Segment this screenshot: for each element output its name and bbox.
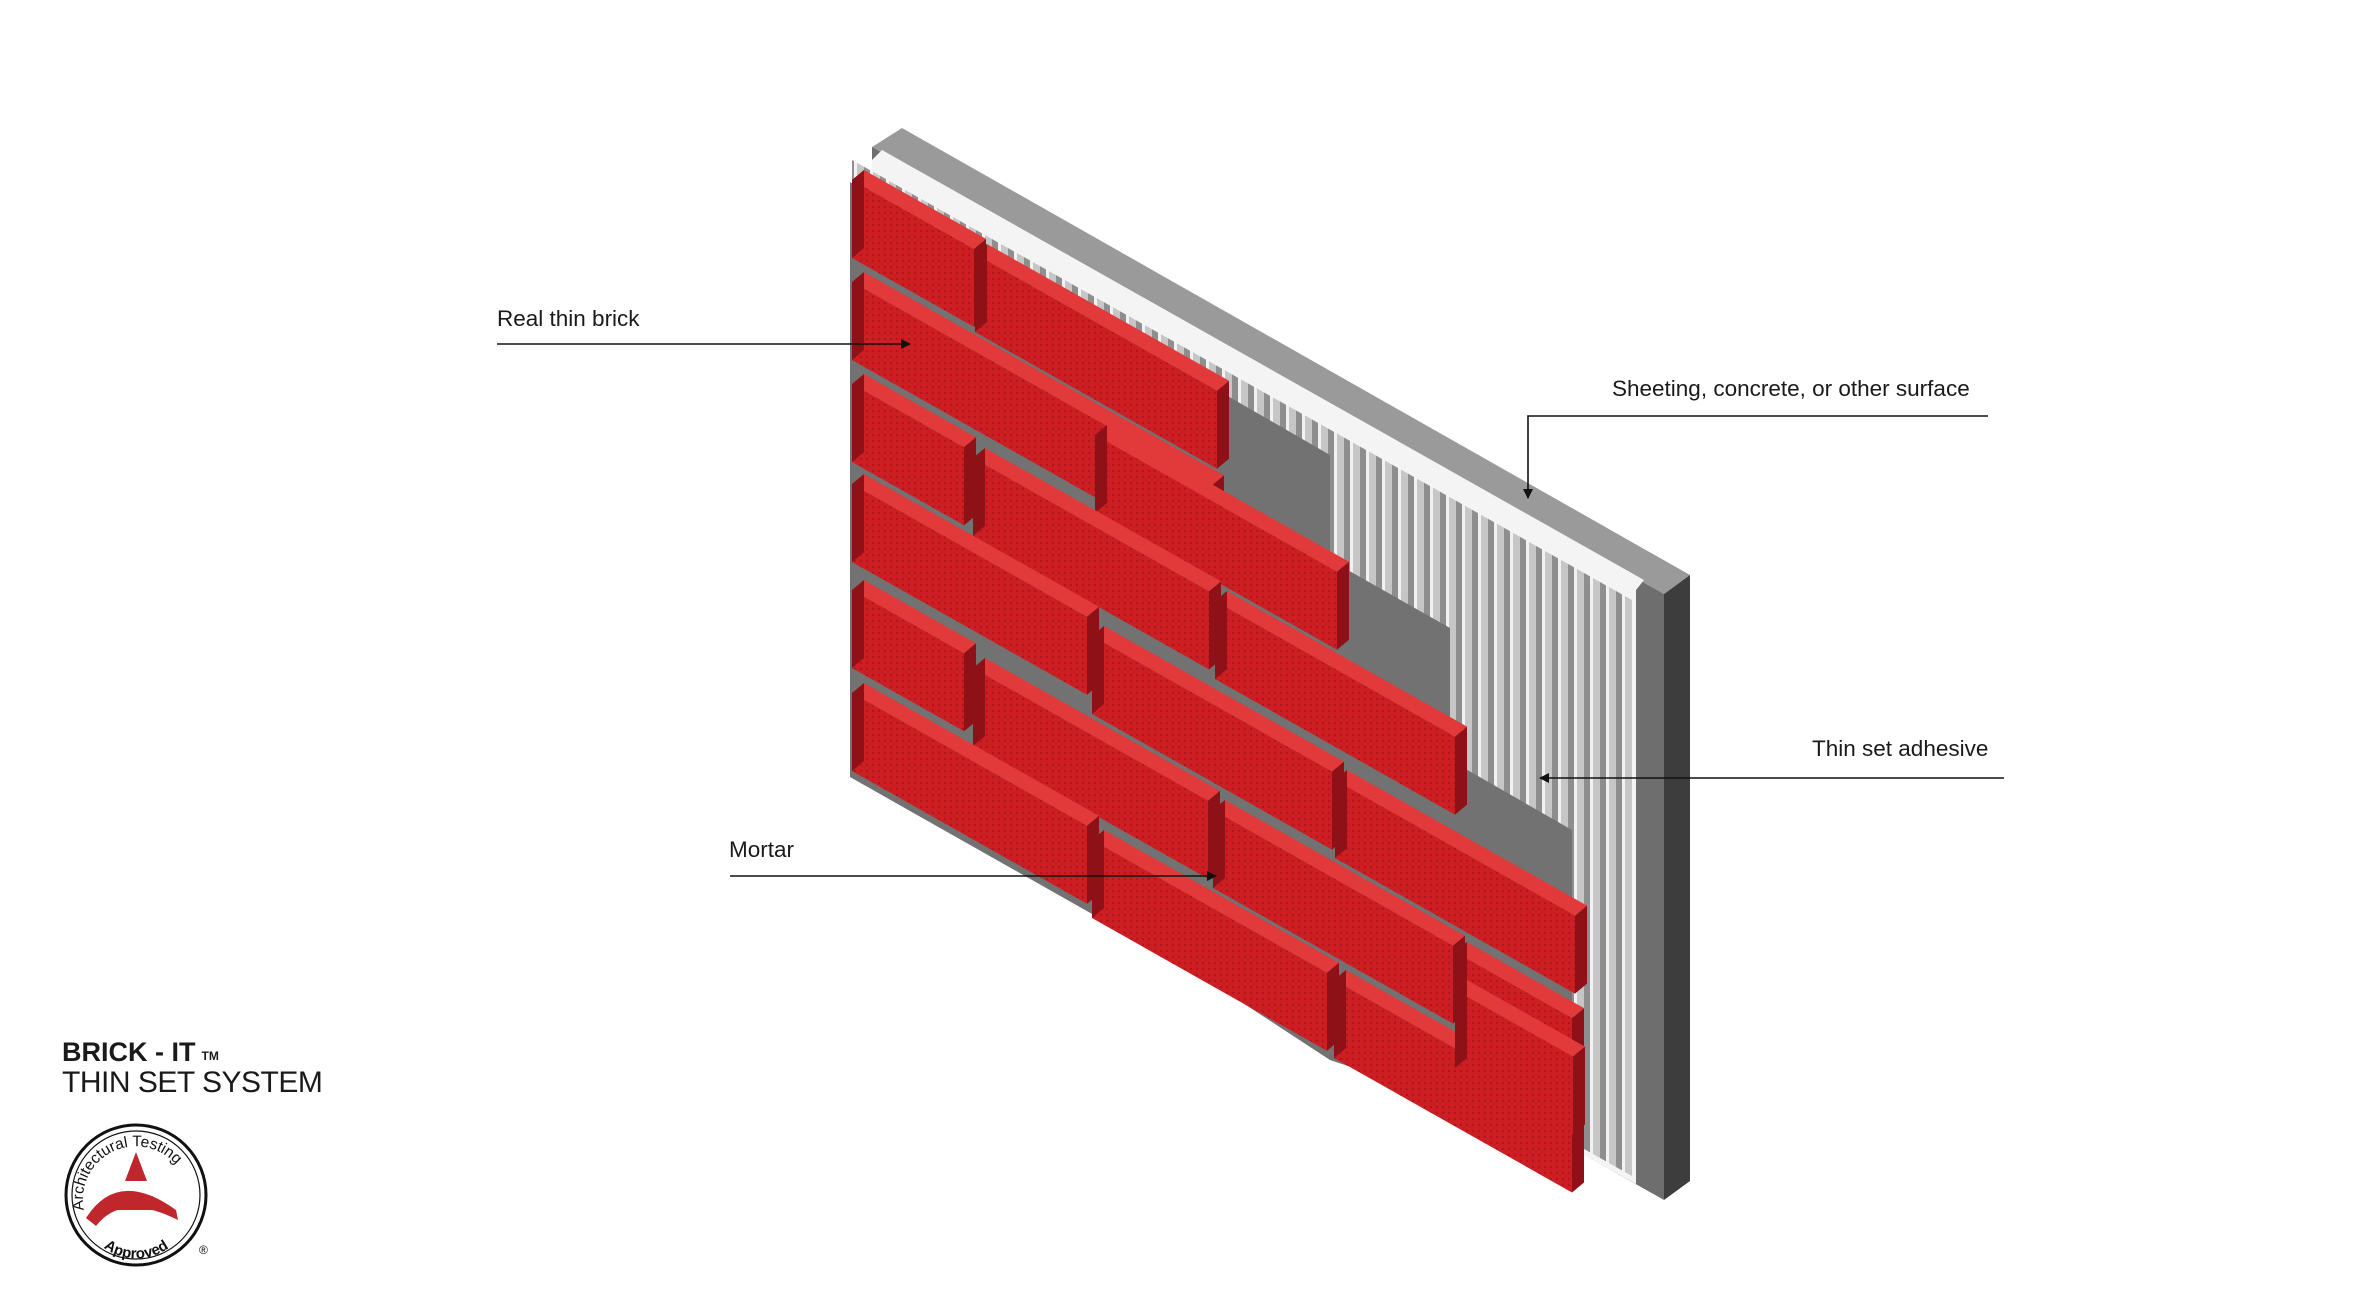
seal-inner-ring [71,1130,201,1260]
sheeting-leader [1523,415,1988,499]
brick-side [1455,726,1467,815]
brick-top [1215,591,1467,737]
brick-face [973,458,1209,670]
sheeting-side [1664,575,1690,1200]
brick-end [852,474,864,562]
brick-face [852,484,1087,695]
brick-end [1092,626,1104,714]
brick [1215,591,1467,815]
brand-trademark: TM [201,1049,219,1063]
brick-face [1092,840,1327,1051]
brand-block: BRICK - IT TM THIN SET SYSTEM [62,1037,323,1099]
brick-top [852,170,986,249]
label-real-thin-brick: Real thin brick [497,306,640,331]
brick-end [1335,770,1347,858]
brick [1335,770,1587,994]
brick-end [852,272,864,360]
brick-top [1095,425,1349,572]
brick-top [973,658,1220,801]
brick-end [1455,980,1467,1068]
brick-top [852,474,1099,617]
approval-seal: Architectural Testing Approved ® [64,1123,208,1267]
brick-top [975,244,1229,391]
label-sheeting: Sheeting, concrete, or other surface [1612,376,1970,401]
brick-end [852,374,864,462]
brand-subtitle: THIN SET SYSTEM [62,1066,323,1099]
brick [1455,980,1585,1135]
brick-face [1095,435,1337,650]
brick-top [1455,942,1584,1019]
brick-side [1573,1046,1585,1135]
brick-side [1217,380,1229,469]
label-mortar: Mortar [729,837,795,862]
brick-top [1335,770,1587,916]
brick-end [1213,800,1225,888]
brick-top [1455,980,1585,1057]
brick-face [852,180,974,327]
seal-registered-mark: ® [199,1243,208,1257]
brick-end [1334,970,1346,1058]
brand-name: BRICK - IT [62,1037,196,1067]
brick-side [1337,561,1349,650]
brick-group [852,170,1587,1193]
brick-top [852,374,976,448]
brick-face [1335,780,1575,994]
brand-title: BRICK - IT TM [62,1037,322,1067]
brick-top [852,580,976,654]
brick-end [852,683,864,771]
brick-end [975,244,987,332]
brick-face [852,384,964,526]
brick-top [1092,830,1339,973]
brick-face [852,590,964,732]
brick-face [1213,810,1453,1024]
brick-side [1575,905,1587,994]
brick-end [973,658,985,746]
brick-end [852,580,864,668]
brick-face [973,668,1208,879]
brick [852,580,976,732]
brick-top [973,448,1221,592]
brick-end [973,448,985,536]
brick-face [1334,980,1572,1193]
brick-face [975,254,1217,469]
brick-end [1215,591,1227,679]
brick-face [1455,990,1573,1135]
leader-lines [497,339,2004,881]
brick-face [1215,601,1455,815]
brick-top [852,683,1099,826]
sheeting-top [872,128,1690,594]
brick-top [1213,800,1465,946]
brick [975,244,1229,469]
seal-swoosh-icon [86,1190,178,1226]
brick-end [1092,830,1104,918]
brick-top [1092,626,1344,772]
brick-top [852,272,1224,486]
brick-end [1095,425,1107,513]
brick-end [852,170,864,258]
brick-face [852,693,1087,904]
label-thin-set-adhesive: Thin set adhesive [1812,736,1989,761]
brick [1095,425,1349,650]
brick-face [1092,636,1332,850]
